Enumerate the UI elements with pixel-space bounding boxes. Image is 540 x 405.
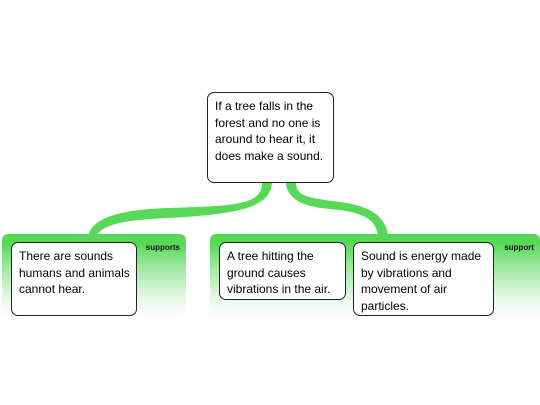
connector-left bbox=[88, 183, 272, 236]
premise-box[interactable]: There are sounds humans and animals cann… bbox=[11, 242, 137, 316]
premise-text: A tree hitting the ground causes vibrati… bbox=[227, 249, 331, 296]
claim-box[interactable]: If a tree falls in the forest and no one… bbox=[207, 92, 334, 183]
support-label: support bbox=[504, 243, 534, 252]
premise-box[interactable]: Sound is energy made by vibrations and m… bbox=[353, 242, 494, 316]
premise-box[interactable]: A tree hitting the ground causes vibrati… bbox=[219, 242, 346, 300]
claim-text: If a tree falls in the forest and no one… bbox=[215, 99, 324, 163]
premise-text: Sound is energy made by vibrations and m… bbox=[361, 249, 482, 313]
premise-text: There are sounds humans and animals cann… bbox=[19, 249, 130, 296]
connector-right bbox=[286, 183, 388, 236]
support-label: supports bbox=[145, 243, 180, 252]
